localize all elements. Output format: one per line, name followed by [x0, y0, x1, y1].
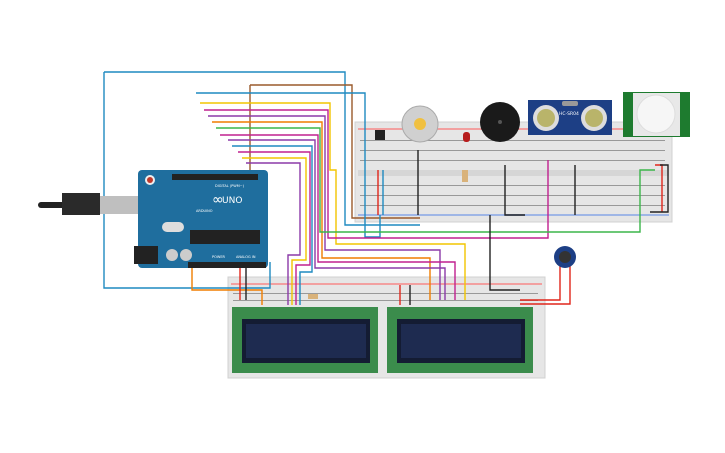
potentiometer[interactable] — [554, 246, 576, 268]
red-led[interactable] — [463, 132, 470, 142]
lcd-display-1[interactable] — [232, 307, 378, 373]
resistor-lcd[interactable] — [308, 294, 318, 299]
pir-sensor[interactable] — [623, 92, 690, 137]
brand-label: ARDUINO — [196, 209, 213, 213]
lcd-display-2[interactable] — [387, 307, 533, 373]
arduino-logo: ∞ — [212, 192, 224, 208]
usb-cable[interactable] — [38, 193, 142, 215]
digital-label: DIGITAL (PWM~) — [215, 184, 245, 188]
dc-motor[interactable] — [401, 105, 439, 143]
temperature-sensor[interactable] — [375, 130, 385, 140]
ultrasonic-label: HC-SR04 — [559, 111, 579, 117]
arduino-uno[interactable]: ∞ UNO ARDUINO DIGITAL (PWM~) POWER ANALO… — [134, 170, 268, 268]
ultrasonic-sensor[interactable]: HC-SR04 — [528, 100, 612, 135]
model-label: UNO — [222, 196, 242, 206]
resistor[interactable] — [462, 170, 468, 182]
piezo-buzzer[interactable] — [480, 102, 520, 142]
power-label: POWER — [212, 255, 226, 259]
analog-label: ANALOG IN — [236, 255, 256, 259]
